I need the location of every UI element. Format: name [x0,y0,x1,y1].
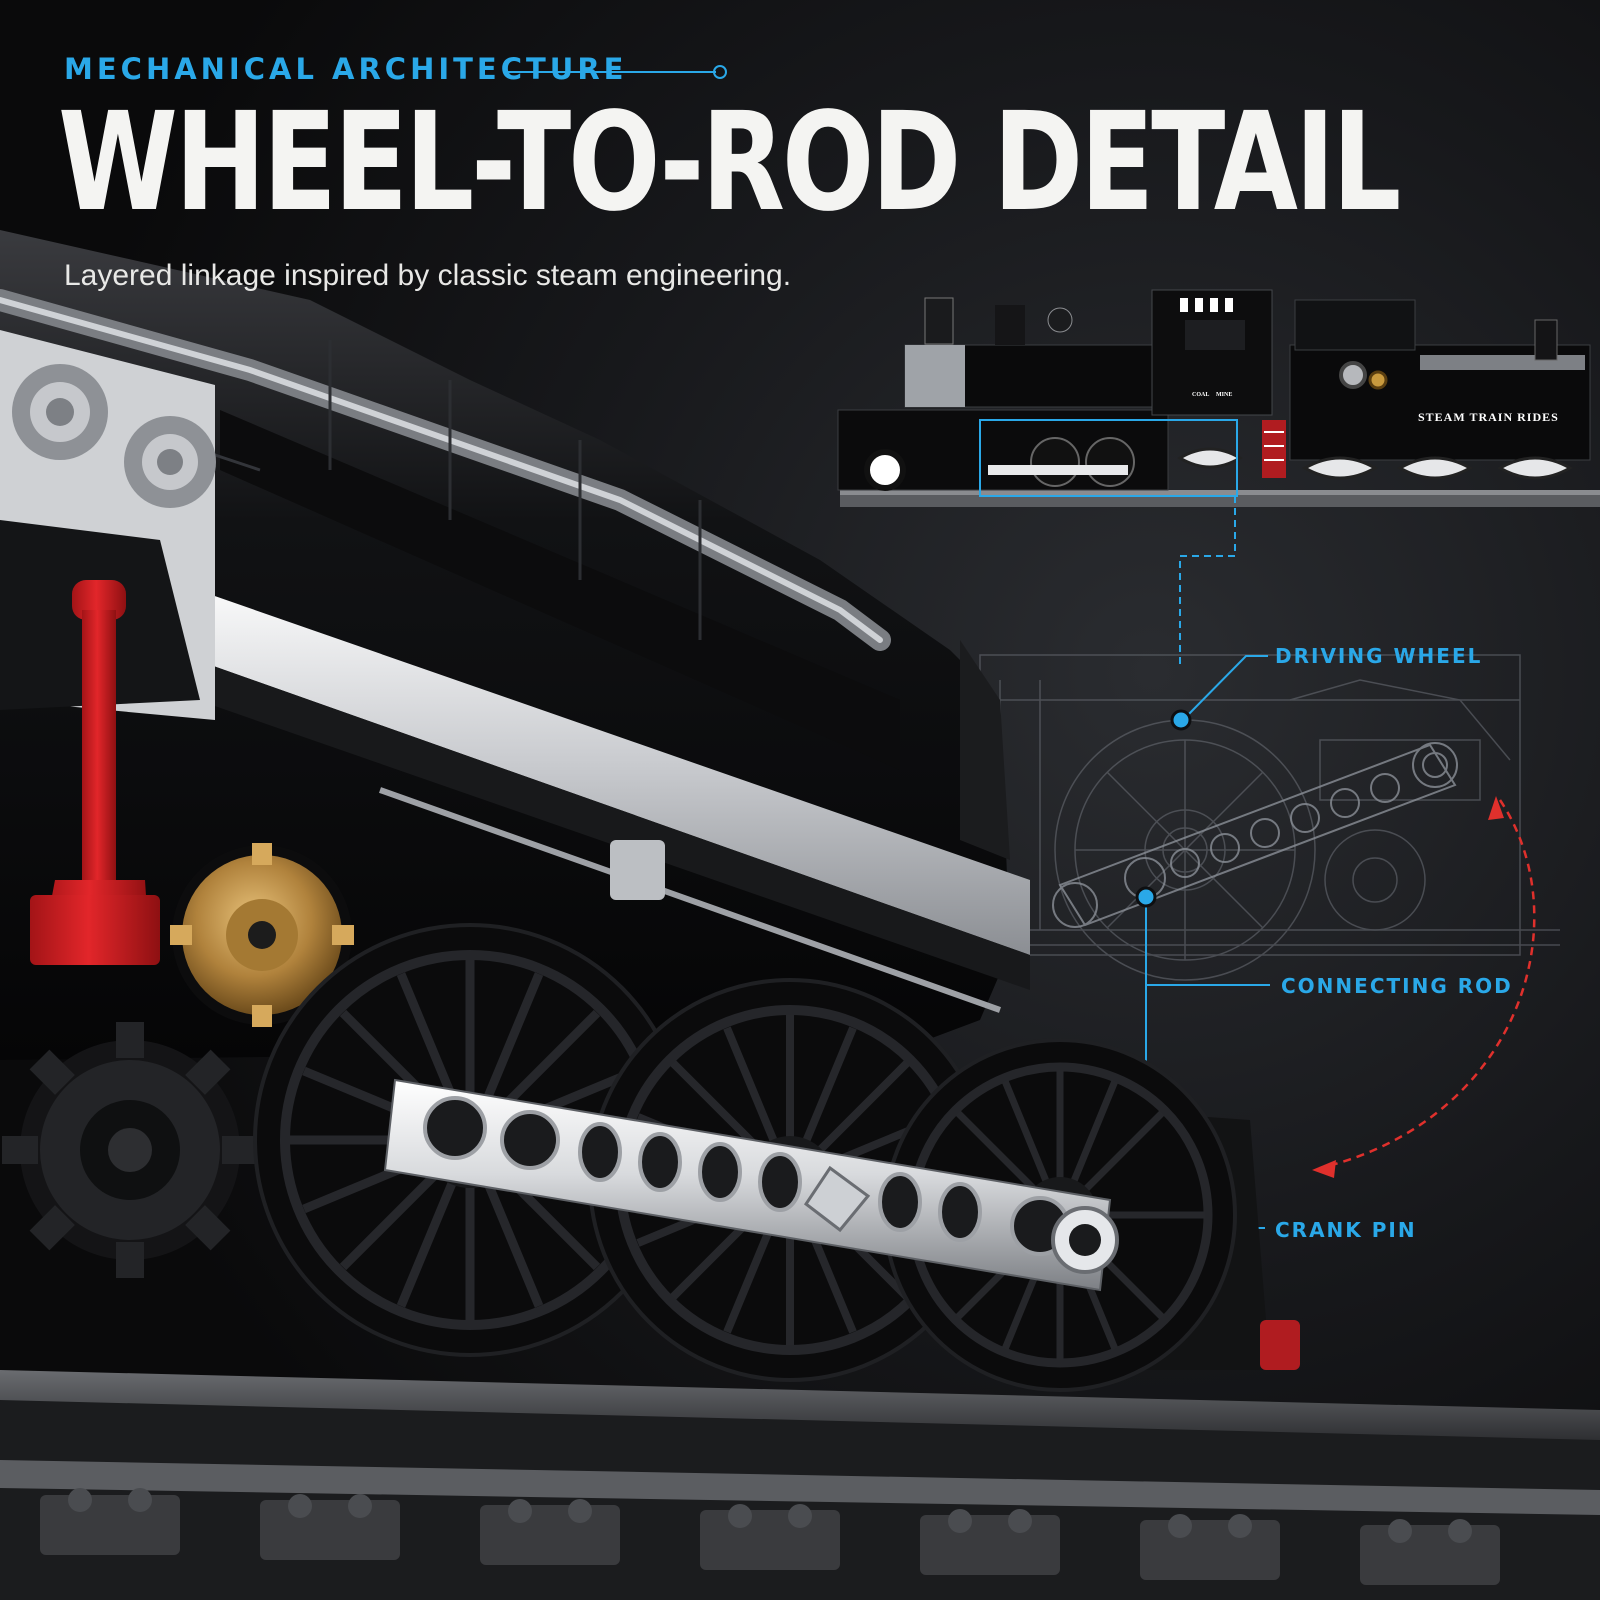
cab-print-1: COAL [1192,392,1210,398]
blueprint-rod [1052,742,1458,928]
callout-driving-wheel: DRIVING WHEEL [1275,644,1483,668]
connector-dot-icon [1170,709,1192,731]
tender-print: STEAM TRAIN RIDES [1418,410,1559,424]
train-thumbnail [837,289,1600,507]
kicker-rule [508,71,716,73]
connecting-rod [383,1078,1119,1292]
track [0,1370,1600,1600]
kicker-dot-icon [713,65,727,79]
page-subtitle: Layered linkage inspired by classic stea… [64,259,792,292]
gold-gear [170,843,354,1027]
page-title: WHEEL-TO-ROD DETAIL [58,84,1401,242]
highlight-connector-line [1179,496,1236,668]
motion-arrow-head-top [1488,796,1504,820]
connector-dot-icon [1135,886,1157,908]
callout-crank-pin: CRANK PIN [1275,1218,1417,1242]
detail-highlight-box [979,419,1238,497]
callout-connecting-rod: CONNECTING ROD [1281,974,1513,998]
motion-arrow-icon [1319,799,1536,1170]
section-kicker: MECHANICAL ARCHITECTURE [64,52,628,86]
dark-gear [2,1022,258,1278]
red-lamp [30,580,160,965]
motion-arrow-head-bottom [1312,1160,1336,1178]
cab-print-2: MINE [1216,392,1233,398]
